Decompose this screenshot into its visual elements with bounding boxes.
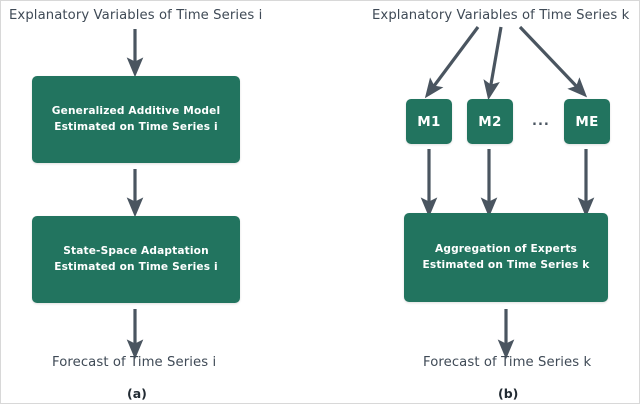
panel-b-input-label: Explanatory Variables of Time Series k (372, 8, 630, 23)
expert-box-m2-label: M2 (478, 113, 502, 130)
arrow-input-to-me (518, 25, 588, 98)
panel-a-output-label: Forecast of Time Series i (52, 355, 217, 370)
panel-b-output-label: Forecast of Time Series k (423, 355, 592, 370)
panel-b-caption: (b) (498, 386, 519, 401)
expert-box-m1-label: M1 (417, 113, 441, 130)
gam-box[interactable]: Generalized Additive Model Estimated on … (32, 76, 240, 163)
state-space-box-line2: Estimated on Time Series i (54, 260, 218, 273)
expert-box-me-label: ME (575, 113, 599, 130)
expert-box-m2[interactable]: M2 (467, 99, 513, 144)
expert-box-m1[interactable]: M1 (406, 99, 452, 144)
aggregation-box-line2: Estimated on Time Series k (422, 258, 590, 271)
expert-box-me[interactable]: ME (564, 99, 610, 144)
aggregation-box-line1: Aggregation of Experts (434, 243, 578, 256)
panel-a-input-label: Explanatory Variables of Time Series i (9, 8, 263, 23)
aggregation-box[interactable]: Aggregation of Experts Estimated on Time… (404, 213, 608, 302)
state-space-box-line1: State-Space Adaptation (63, 245, 209, 258)
expert-ellipsis: ... (532, 114, 550, 129)
gam-box-line2: Estimated on Time Series i (54, 120, 218, 133)
panel-a-caption: (a) (127, 386, 147, 401)
state-space-box[interactable]: State-Space Adaptation Estimated on Time… (32, 216, 240, 303)
gam-box-line1: Generalized Additive Model (51, 105, 221, 118)
arrow-input-to-m2 (483, 26, 503, 101)
arrow-input-to-m1 (424, 26, 480, 99)
